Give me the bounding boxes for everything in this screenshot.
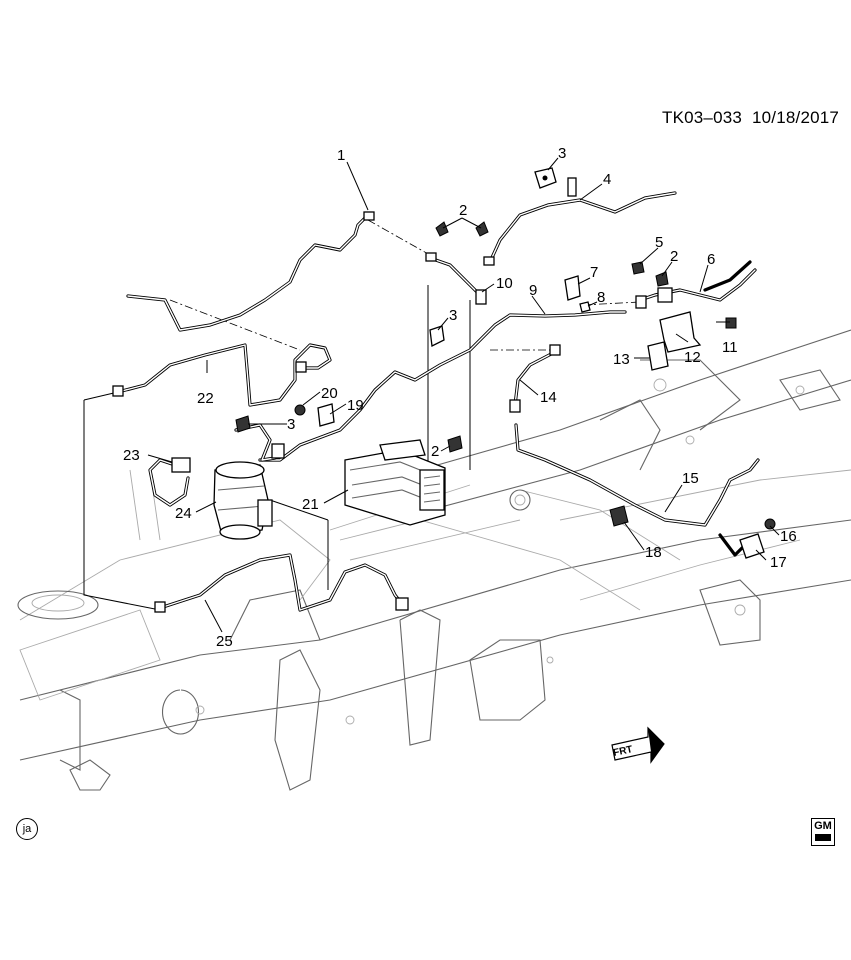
clip-part-3c (235, 415, 251, 433)
callout-21: 21 (302, 496, 319, 513)
callout-2c: 2 (431, 443, 439, 460)
components (112, 167, 776, 613)
callout-11: 11 (722, 339, 738, 356)
callout-15: 15 (682, 470, 699, 487)
callout-12: 12 (684, 349, 701, 366)
fuel-tubes (116, 191, 760, 612)
clip-part-16 (764, 518, 776, 530)
front-arrow: FRT (611, 726, 665, 764)
tube-22 (116, 343, 332, 407)
clip-part-20 (294, 404, 306, 416)
callout-25: 25 (216, 633, 233, 650)
tube-4 (488, 191, 677, 264)
bracket-part-13 (647, 341, 669, 371)
bracket-part-12 (659, 311, 702, 353)
reference-lines (83, 219, 641, 611)
gm-logo-bar (815, 834, 831, 841)
callout-10: 10 (496, 275, 513, 292)
clip-part-8 (579, 301, 591, 313)
callout-3a: 3 (558, 145, 566, 162)
callout-23: 23 (123, 447, 140, 464)
front-arrow-label: FRT (612, 744, 633, 759)
callout-3b: 3 (449, 307, 457, 324)
callout-18: 18 (645, 544, 662, 561)
leader-lines (147, 157, 780, 633)
callout-13: 13 (613, 351, 630, 368)
vehicle-frame (17, 329, 851, 791)
clip-part-3b (429, 325, 445, 347)
callout-labels: 1 2 3 4 5 2 6 7 8 9 10 3 11 12 13 14 22 … (123, 145, 797, 650)
callout-5: 5 (655, 234, 663, 251)
document-id: TK03–033 (662, 108, 743, 127)
clip-part-2b (655, 271, 669, 287)
callout-1: 1 (337, 147, 345, 164)
ja-badge: ja (16, 818, 38, 840)
callout-9: 9 (529, 282, 537, 299)
callout-20: 20 (321, 385, 338, 402)
clip-part-1 (363, 211, 375, 221)
callout-22: 22 (197, 390, 214, 407)
callout-7: 7 (590, 264, 598, 281)
document-date: 10/18/2017 (752, 108, 840, 127)
callout-14: 14 (540, 389, 557, 406)
clip-part-19 (317, 403, 335, 427)
callout-2b: 2 (670, 248, 678, 265)
callout-6: 6 (707, 251, 715, 268)
clip-part-18 (609, 505, 629, 527)
gm-logo-icon: GM (811, 818, 835, 846)
clip-part-2a (435, 221, 449, 237)
clip-part-2c (447, 435, 463, 453)
bolt-part-11 (725, 317, 737, 329)
gm-logo-text: GM (814, 820, 832, 832)
tube-25 (158, 553, 404, 612)
callout-2a: 2 (459, 202, 467, 219)
tube-1 (126, 213, 370, 332)
callout-16: 16 (780, 528, 797, 545)
tube-15 (514, 423, 760, 527)
callout-3c: 3 (287, 416, 295, 433)
callout-24: 24 (175, 505, 192, 522)
clip-part-5 (631, 261, 645, 275)
clip-part-7 (564, 275, 581, 301)
callout-19: 19 (347, 397, 364, 414)
callout-17: 17 (770, 554, 787, 571)
callout-4: 4 (603, 171, 611, 188)
callout-8: 8 (597, 289, 605, 306)
